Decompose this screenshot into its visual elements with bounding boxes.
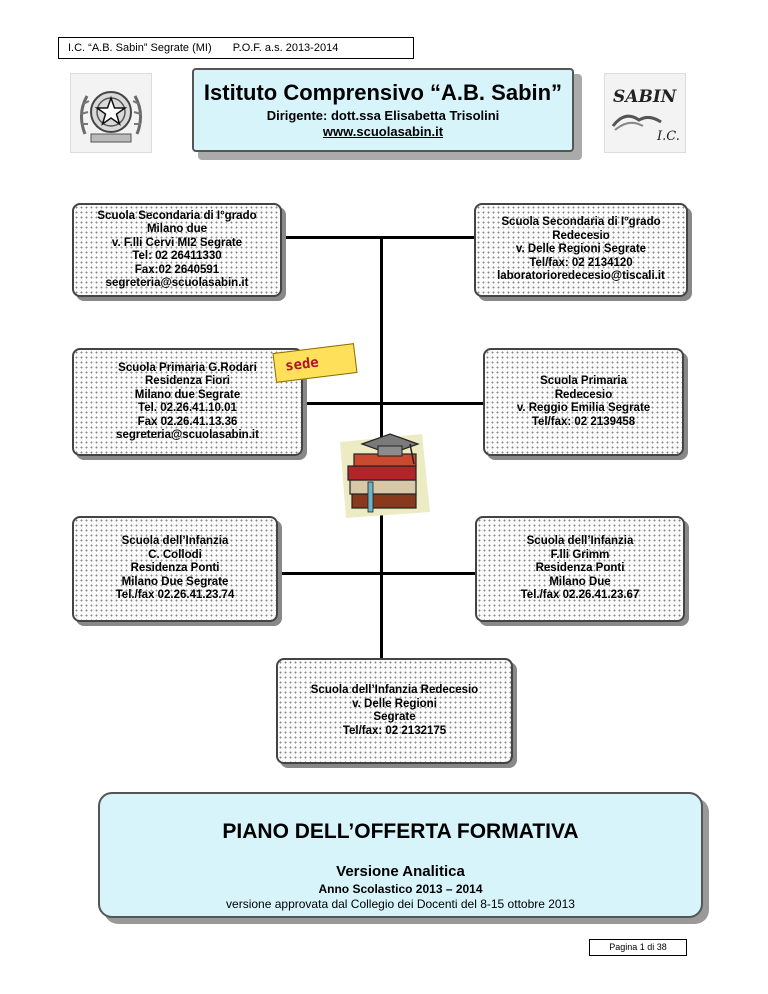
school-line: Milano due Segrate	[134, 388, 241, 401]
school-line: Fax 02.26.41.13.36	[137, 415, 238, 428]
pof-title: PIANO DELL’OFFERTA FORMATIVA	[222, 820, 579, 843]
school-line: segreteria@scuolasabin.it	[105, 277, 249, 289]
school-line: v. Delle Regioni	[352, 697, 437, 710]
school-line: v. Delle Regioni Segrate	[515, 243, 647, 256]
school-line: Tel./fax 02.26.41.23.67	[520, 589, 640, 602]
school-line: Tel/fax: 02 2139458	[531, 415, 636, 428]
svg-text:I.C.: I.C.	[656, 129, 680, 144]
school-line: Milano due	[146, 223, 208, 235]
school-line: Scuola Primaria G.Rodari	[118, 361, 257, 374]
school-line: Scuola Primaria	[540, 375, 627, 387]
branch-row2	[304, 402, 484, 405]
school-line: laboratorioredecesio@tiscali.it	[497, 270, 665, 283]
sabin-ic-logo: SABIN I.C.	[604, 73, 686, 153]
pof-subtitle: Versione Analitica	[336, 863, 465, 880]
school-line: Tel/fax: 02 2132175	[342, 724, 447, 737]
school-line: Redecesio	[554, 388, 613, 401]
emblem-icon	[70, 73, 152, 153]
header-pof-year: P.O.F. a.s. 2013-2014	[232, 42, 339, 54]
school-line: Redecesio	[552, 229, 610, 242]
pof-title-box: PIANO DELL’OFFERTA FORMATIVA Versione An…	[98, 792, 703, 918]
header-school: I.C. “A.B. Sabin” Segrate (MI)	[68, 42, 212, 54]
school-line: segreteria@scuolasabin.it	[116, 429, 259, 441]
school-line: Segrate	[373, 711, 416, 723]
institute-title-box: Istituto Comprensivo “A.B. Sabin” Dirige…	[192, 68, 574, 152]
dirigente: Dirigente: dott.ssa Elisabetta Trisolini	[266, 108, 500, 123]
school-line: Fax:02 2640591	[134, 263, 220, 276]
school-line: v. F.lli Cervi MI2 Segrate	[111, 236, 243, 249]
page-number: Pagina 1 di 38	[589, 939, 687, 956]
branch-row3	[278, 572, 478, 575]
school-line: Residenza Ponti	[130, 562, 220, 575]
school-line: Tel: 02 26411330	[132, 250, 222, 262]
website-link[interactable]: www.scuolasabin.it	[322, 124, 444, 139]
pof-year: Anno Scolastico 2013 – 2014	[318, 882, 483, 896]
school-line: Tel./fax 02.26.41.23.74	[115, 589, 235, 602]
school-line: Scuola dell’Infanzia	[121, 535, 229, 548]
school-line: Scuola Secondaria di I°grado	[97, 209, 257, 222]
school-line: Residenza Ponti	[535, 562, 625, 575]
document-header: I.C. “A.B. Sabin” Segrate (MI) P.O.F. a.…	[58, 37, 414, 59]
school-line: F.lli Grimm	[550, 548, 610, 561]
svg-text:SABIN: SABIN	[613, 87, 678, 107]
school-line: Residenza Fiori	[145, 375, 230, 387]
branch-row1	[278, 236, 478, 239]
school-line: Milano Due	[549, 575, 611, 588]
school-line: v. Reggio Emilia Segrate	[516, 402, 651, 414]
institute-name: Istituto Comprensivo “A.B. Sabin”	[203, 80, 563, 105]
school-line: Tel. 02.26.41.10.01	[138, 402, 237, 414]
school-line: C. Collodi	[148, 548, 202, 561]
books-graduation-cap-icon	[334, 420, 434, 520]
pof-approval: versione approvata dal Collegio dei Doce…	[226, 897, 575, 911]
school-line: Tel/fax: 02 2134120	[529, 256, 633, 269]
school-line: Scuola Secondaria di I°grado	[501, 216, 661, 229]
school-line: Scuola dell’Infanzia	[526, 535, 634, 548]
school-line: Milano Due Segrate	[121, 575, 229, 588]
school-line: Scuola dell’Infanzia Redecesio	[310, 684, 479, 696]
